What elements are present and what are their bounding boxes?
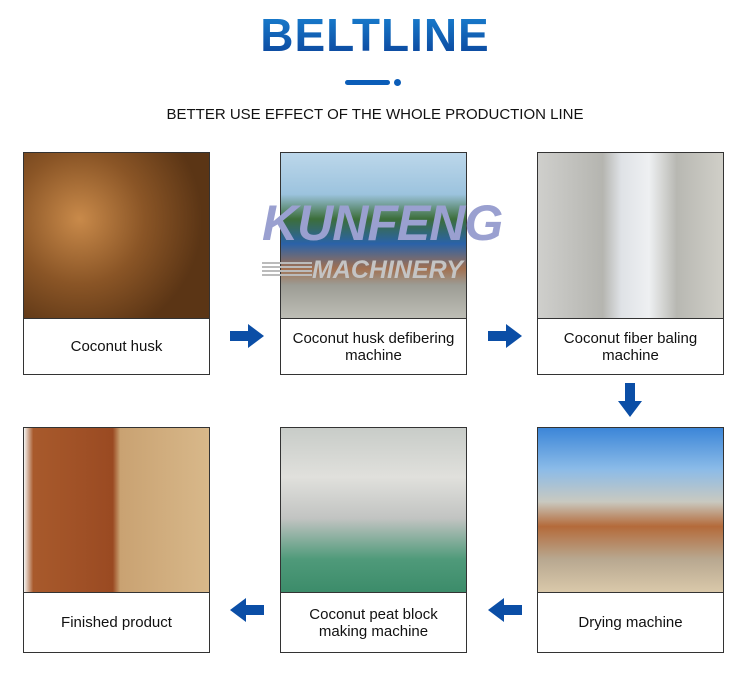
arrow-left-icon [230, 598, 264, 622]
arrow-left-icon [488, 598, 522, 622]
step-label: Coconut husk [70, 338, 163, 355]
step-label: Coconut fiber baling machine [563, 329, 698, 364]
defibering-machine-image [281, 153, 466, 319]
coconut-husk-image [24, 153, 209, 319]
step-defibering-machine: Coconut husk defibering machine [280, 152, 467, 375]
title-divider-dot [394, 79, 401, 86]
finished-product-image [24, 428, 209, 593]
title-divider [345, 80, 390, 85]
baling-machine-image [538, 153, 723, 319]
step-finished-product: Finished product [23, 427, 210, 653]
arrow-right-icon [488, 324, 522, 348]
step-baling-machine: Coconut fiber baling machine [537, 152, 724, 375]
step-peat-block-machine: Coconut peat block making machine [280, 427, 467, 653]
arrow-down-icon [618, 383, 642, 417]
step-label: Finished product [61, 614, 172, 631]
step-label: Drying machine [578, 614, 683, 631]
step-coconut-husk: Coconut husk [23, 152, 210, 375]
step-drying-machine: Drying machine [537, 427, 724, 653]
drying-machine-image [538, 428, 723, 593]
arrow-right-icon [230, 324, 264, 348]
page-subtitle: BETTER USE EFFECT OF THE WHOLE PRODUCTIO… [166, 106, 584, 123]
peat-block-machine-image [281, 428, 466, 593]
step-label: Coconut husk defibering machine [292, 329, 455, 364]
step-label: Coconut peat block making machine [309, 605, 438, 640]
page-title: BELTLINE [0, 8, 750, 62]
